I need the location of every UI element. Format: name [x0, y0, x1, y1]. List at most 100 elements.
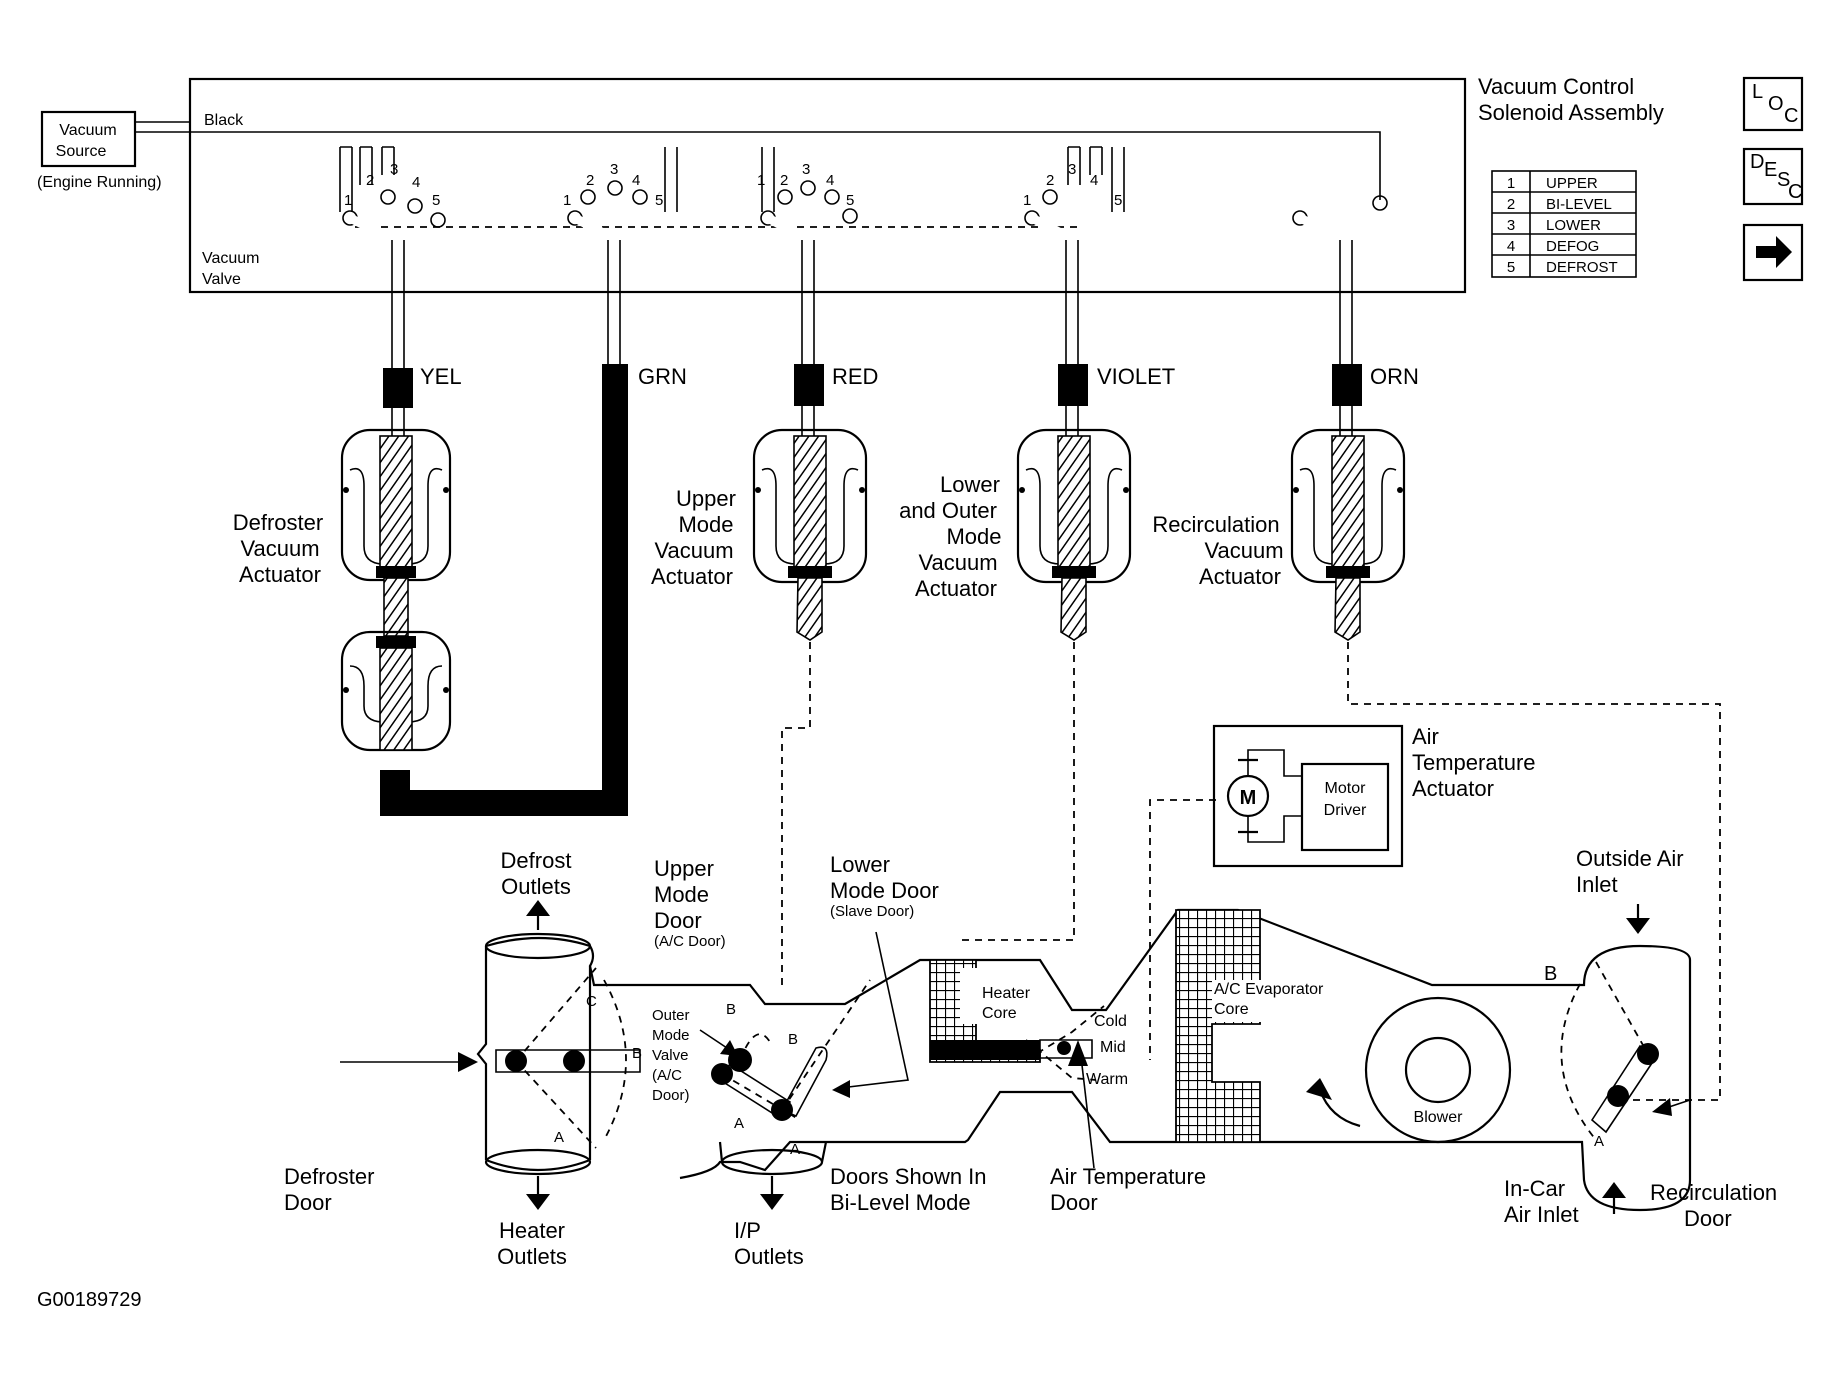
next-arrow-icon[interactable]	[1742, 223, 1804, 282]
air-temp-actuator-title: Air	[1412, 724, 1439, 749]
black-label: Black	[204, 112, 244, 129]
loc-icon[interactable]: L O C	[1742, 76, 1804, 132]
vacuum-source-line2: Source	[56, 143, 107, 160]
upper-mode-actuator-label: Upper	[676, 486, 736, 511]
port-number: 5	[846, 192, 854, 209]
recirc-door-label: Recirculation	[1650, 1180, 1777, 1205]
mode-num: 2	[1507, 196, 1515, 213]
air-temperature-actuator: M Motor Driver Air Temperature Actuator	[1212, 724, 1536, 868]
heater-outlets-label: Heater	[499, 1218, 565, 1243]
upper-mode-door-label: Upper	[654, 856, 714, 881]
cold-label: Cold	[1094, 1013, 1127, 1030]
port-number: 1	[757, 172, 765, 189]
position-letter: A	[554, 1129, 564, 1146]
lower-outer-actuator-label: Vacuum	[918, 550, 997, 575]
hose-yel-label: YEL	[420, 364, 462, 389]
mode-num: 5	[1507, 259, 1515, 276]
port-number: 4	[1090, 172, 1098, 189]
outer-mode-valve-label: Mode	[652, 1027, 690, 1044]
figure-id: G00189729	[37, 1289, 142, 1311]
upper-mode-actuator-label: Mode	[678, 512, 733, 537]
port-number: 3	[802, 161, 810, 178]
outer-mode-valve-label: Outer	[652, 1007, 690, 1024]
upper-mode-door-label: Door	[654, 908, 702, 933]
defrost-outlets-label: Outlets	[501, 874, 571, 899]
svg-text:C: C	[1784, 105, 1798, 127]
solenoid-housing	[188, 77, 1467, 294]
ac-evaporator-core: A/C Evaporator Core	[1175, 909, 1342, 1143]
svg-text:C: C	[1788, 181, 1802, 203]
defroster-door	[340, 967, 641, 1149]
vacuum-source-box	[40, 110, 137, 168]
down-arrow-icon	[760, 1194, 784, 1210]
solenoid-title-line2: Solenoid Assembly	[1478, 100, 1664, 125]
hose-grn-label: GRN	[638, 364, 687, 389]
port-number: 1	[563, 192, 571, 209]
port-number: 1	[1023, 192, 1031, 209]
up-arrow-icon	[1602, 1182, 1626, 1198]
position-letter: B	[788, 1031, 798, 1048]
hose-violet-label: VIOLET	[1097, 364, 1175, 389]
lower-outer-actuator-label: Lower	[940, 472, 1000, 497]
engine-running-label: (Engine Running)	[37, 174, 162, 191]
heater-core-label: Heater	[982, 985, 1031, 1002]
heater-core: Heater Core Cold Mid Warm	[929, 959, 1128, 1169]
evaporator-label: Core	[1214, 1001, 1249, 1018]
motor-driver-label: Motor	[1325, 780, 1367, 797]
air-temp-door-label: Air Temperature	[1050, 1164, 1206, 1189]
black-vacuum-line	[135, 131, 1381, 200]
defroster-actuator-label: Actuator	[239, 562, 321, 587]
port-number: 2	[366, 172, 374, 189]
airflow-arrow-icon	[1306, 1078, 1332, 1100]
desc-icon[interactable]: D E S C	[1742, 147, 1804, 206]
svg-text:S: S	[1777, 169, 1790, 191]
air-temp-door-label: Door	[1050, 1190, 1098, 1215]
mode-num: 3	[1507, 217, 1515, 234]
down-arrow-icon	[526, 1194, 550, 1210]
recirc-actuator-label: Vacuum	[1204, 538, 1283, 563]
solenoid-assembly: Black Vacuum Source (Engine Running) Vac…	[37, 74, 1664, 294]
defroster-door-label: Door	[284, 1190, 332, 1215]
valve-group-1: 1 2 3 4 5	[339, 146, 446, 247]
svg-text:O: O	[1768, 93, 1784, 115]
mode-name: BI-LEVEL	[1546, 196, 1612, 213]
hose-red-label: RED	[832, 364, 878, 389]
upper-mode-actuator-label: Vacuum	[654, 538, 733, 563]
port-number: 1	[344, 192, 352, 209]
ip-outlets-label: I/P	[734, 1218, 761, 1243]
airflow-arrows	[526, 900, 1650, 1214]
recirculation-vacuum-actuator: Recirculation Vacuum Actuator	[1152, 428, 1406, 641]
blower-label: Blower	[1414, 1109, 1464, 1126]
position-letter: B	[632, 1045, 642, 1062]
evaporator-label: A/C Evaporator	[1214, 981, 1324, 998]
heater-core-label: Core	[982, 1005, 1017, 1022]
position-letter: A	[734, 1115, 744, 1132]
mode-name: DEFOG	[1546, 238, 1599, 255]
ip-outlets-label: Outlets	[734, 1244, 804, 1269]
outer-mode-valve-label: Valve	[652, 1047, 688, 1064]
down-arrow-icon	[1626, 918, 1650, 934]
position-letter: A	[1594, 1133, 1604, 1150]
mode-doors	[699, 931, 909, 1121]
recirc-actuator-label: Recirculation	[1152, 512, 1279, 537]
in-car-air-inlet-label: Air Inlet	[1504, 1202, 1579, 1227]
hvac-labels: Defrost Outlets Heater Outlets Defroster…	[284, 846, 1777, 1269]
motor-driver-label: Driver	[1324, 802, 1367, 819]
port-number: 2	[586, 172, 594, 189]
position-letter: A	[790, 1141, 800, 1158]
port-number: 3	[1068, 161, 1076, 178]
defrost-outlets-label: Defrost	[501, 848, 572, 873]
actuator-linkages	[781, 642, 1721, 1101]
hvac-case: Heater Core Cold Mid Warm A/C Evaporator…	[340, 908, 1692, 1212]
port-number: 2	[780, 172, 788, 189]
upper-mode-actuator-label: Actuator	[651, 564, 733, 589]
mode-name: DEFROST	[1546, 259, 1618, 276]
recirculation-door	[1560, 961, 1691, 1141]
vacuum-valve-line2: Valve	[202, 271, 241, 288]
mode-name: UPPER	[1546, 175, 1598, 192]
slave-door-label: (Slave Door)	[830, 903, 914, 920]
position-letter: C	[586, 993, 597, 1010]
position-letter: B	[726, 1001, 736, 1018]
